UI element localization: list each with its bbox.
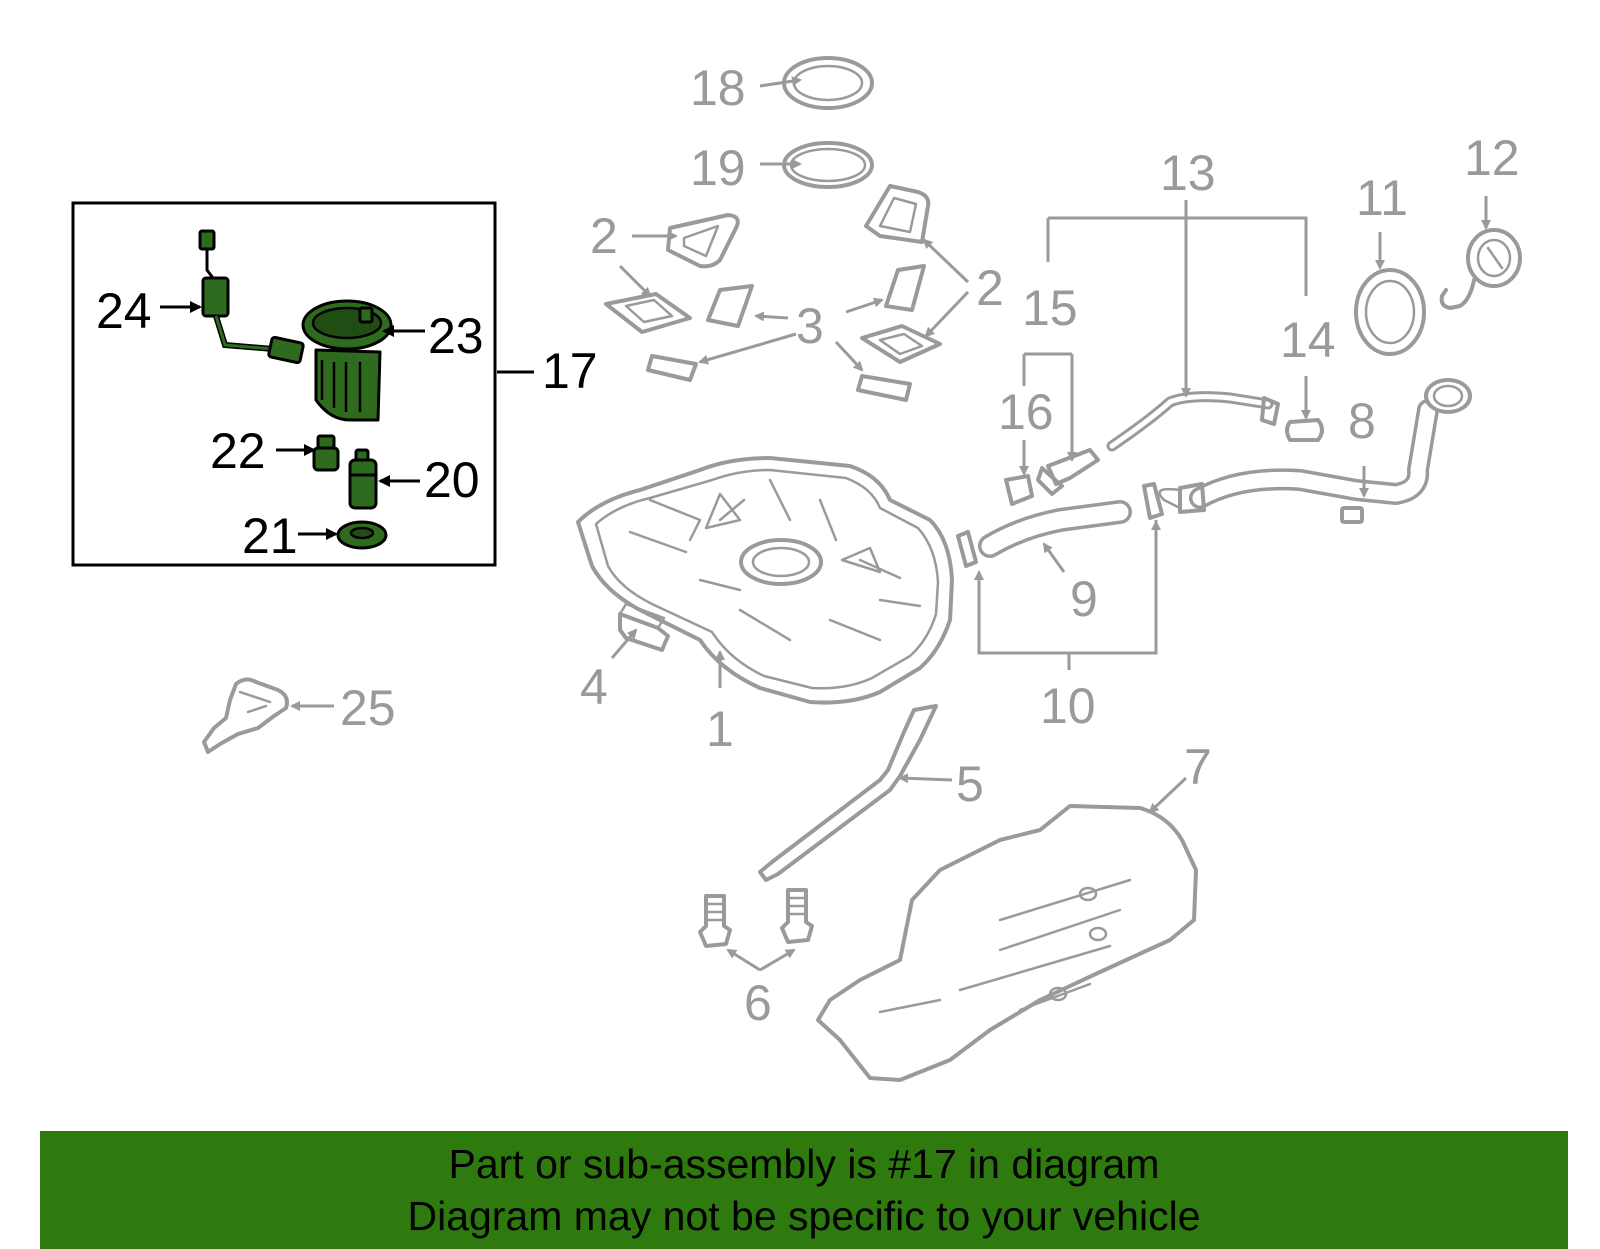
- part-24-fuel-level-sender[interactable]: [198, 229, 305, 365]
- part-2-insulator-d[interactable]: [860, 324, 942, 364]
- callout-23: 23: [428, 308, 484, 364]
- part-3-pad-b[interactable]: [884, 264, 926, 312]
- part-9-hose[interactable]: [978, 500, 1132, 558]
- callout-16: 16: [998, 384, 1054, 440]
- callout-18: 18: [690, 60, 746, 116]
- part-3-pad-c[interactable]: [646, 354, 698, 382]
- callout-14: 14: [1280, 312, 1336, 368]
- info-banner: Part or sub-assembly is #17 in diagram D…: [40, 1131, 1568, 1249]
- callout-6: 6: [744, 975, 772, 1031]
- callout-5: 5: [956, 756, 984, 812]
- callout-4: 4: [580, 659, 608, 715]
- callout-9: 9: [1070, 571, 1098, 627]
- part-20-fuel-pump[interactable]: [348, 448, 378, 510]
- part-5-strap[interactable]: [758, 704, 938, 882]
- callout-7: 7: [1184, 739, 1212, 795]
- part-13-vent-tube[interactable]: [1106, 391, 1280, 452]
- part-10-clamp-a[interactable]: [956, 530, 978, 568]
- assembly-leaders: [160, 301, 425, 540]
- callout-17: 17: [542, 343, 598, 399]
- part-25-sensor[interactable]: [202, 677, 289, 754]
- gray-callouts: 18 19 2 2 3 4 1 25 5 6 7 9 10 8 13 14 15…: [340, 60, 1520, 1031]
- fuel-pump-assembly-box: [71, 201, 534, 567]
- callout-25: 25: [340, 680, 396, 736]
- banner-line-2: Diagram may not be specific to your vehi…: [407, 1193, 1201, 1239]
- callout-22: 22: [210, 423, 266, 479]
- part-23-fuel-pump-module[interactable]: [301, 299, 393, 422]
- callout-20: 20: [424, 452, 480, 508]
- callout-19: 19: [690, 140, 746, 196]
- part-7-heat-shield[interactable]: [816, 804, 1198, 1082]
- callout-1: 1: [706, 701, 734, 757]
- part-6-bolt-b[interactable]: [780, 888, 814, 944]
- callout-11: 11: [1356, 170, 1408, 226]
- callout-10: 10: [1040, 678, 1096, 734]
- banner-line-1: Part or sub-assembly is #17 in diagram: [448, 1141, 1160, 1187]
- callout-2a: 2: [590, 208, 618, 264]
- part-1-fuel-tank[interactable]: [576, 456, 954, 705]
- part-21-strainer[interactable]: [336, 520, 388, 550]
- part-4-bracket[interactable]: [618, 602, 670, 652]
- callout-15: 15: [1022, 280, 1078, 336]
- part-6-bolt-a[interactable]: [698, 894, 732, 948]
- callout-21: 21: [242, 508, 298, 564]
- part-16-hose-clamp[interactable]: [1004, 474, 1034, 506]
- part-3-pad-a[interactable]: [706, 284, 754, 328]
- gray-leaders: [290, 76, 1491, 972]
- part-10-clamp-b[interactable]: [1142, 482, 1164, 520]
- callout-12: 12: [1464, 130, 1520, 186]
- part-15-hose-connector[interactable]: [1036, 448, 1100, 496]
- callout-13: 13: [1160, 145, 1216, 201]
- part-14-connector[interactable]: [1285, 418, 1324, 442]
- part-2-insulator-c[interactable]: [604, 292, 692, 334]
- part-2-insulator-b[interactable]: [864, 184, 931, 244]
- assembly-labels: 24 23 22 20 21 17: [96, 283, 598, 564]
- part-12-filler-cap[interactable]: [1439, 228, 1522, 310]
- part-3-pad-d[interactable]: [856, 374, 912, 402]
- part-2-insulator-a[interactable]: [666, 213, 740, 269]
- part-8-filler-pipe[interactable]: [1158, 378, 1472, 524]
- callout-8: 8: [1348, 393, 1376, 449]
- callout-2b: 2: [976, 260, 1004, 316]
- callout-24: 24: [96, 283, 152, 339]
- part-11-filler-door[interactable]: [1354, 268, 1426, 356]
- callout-3: 3: [796, 298, 824, 354]
- part-18-lock-ring[interactable]: [782, 56, 874, 110]
- part-22-fuel-filter[interactable]: [312, 434, 340, 472]
